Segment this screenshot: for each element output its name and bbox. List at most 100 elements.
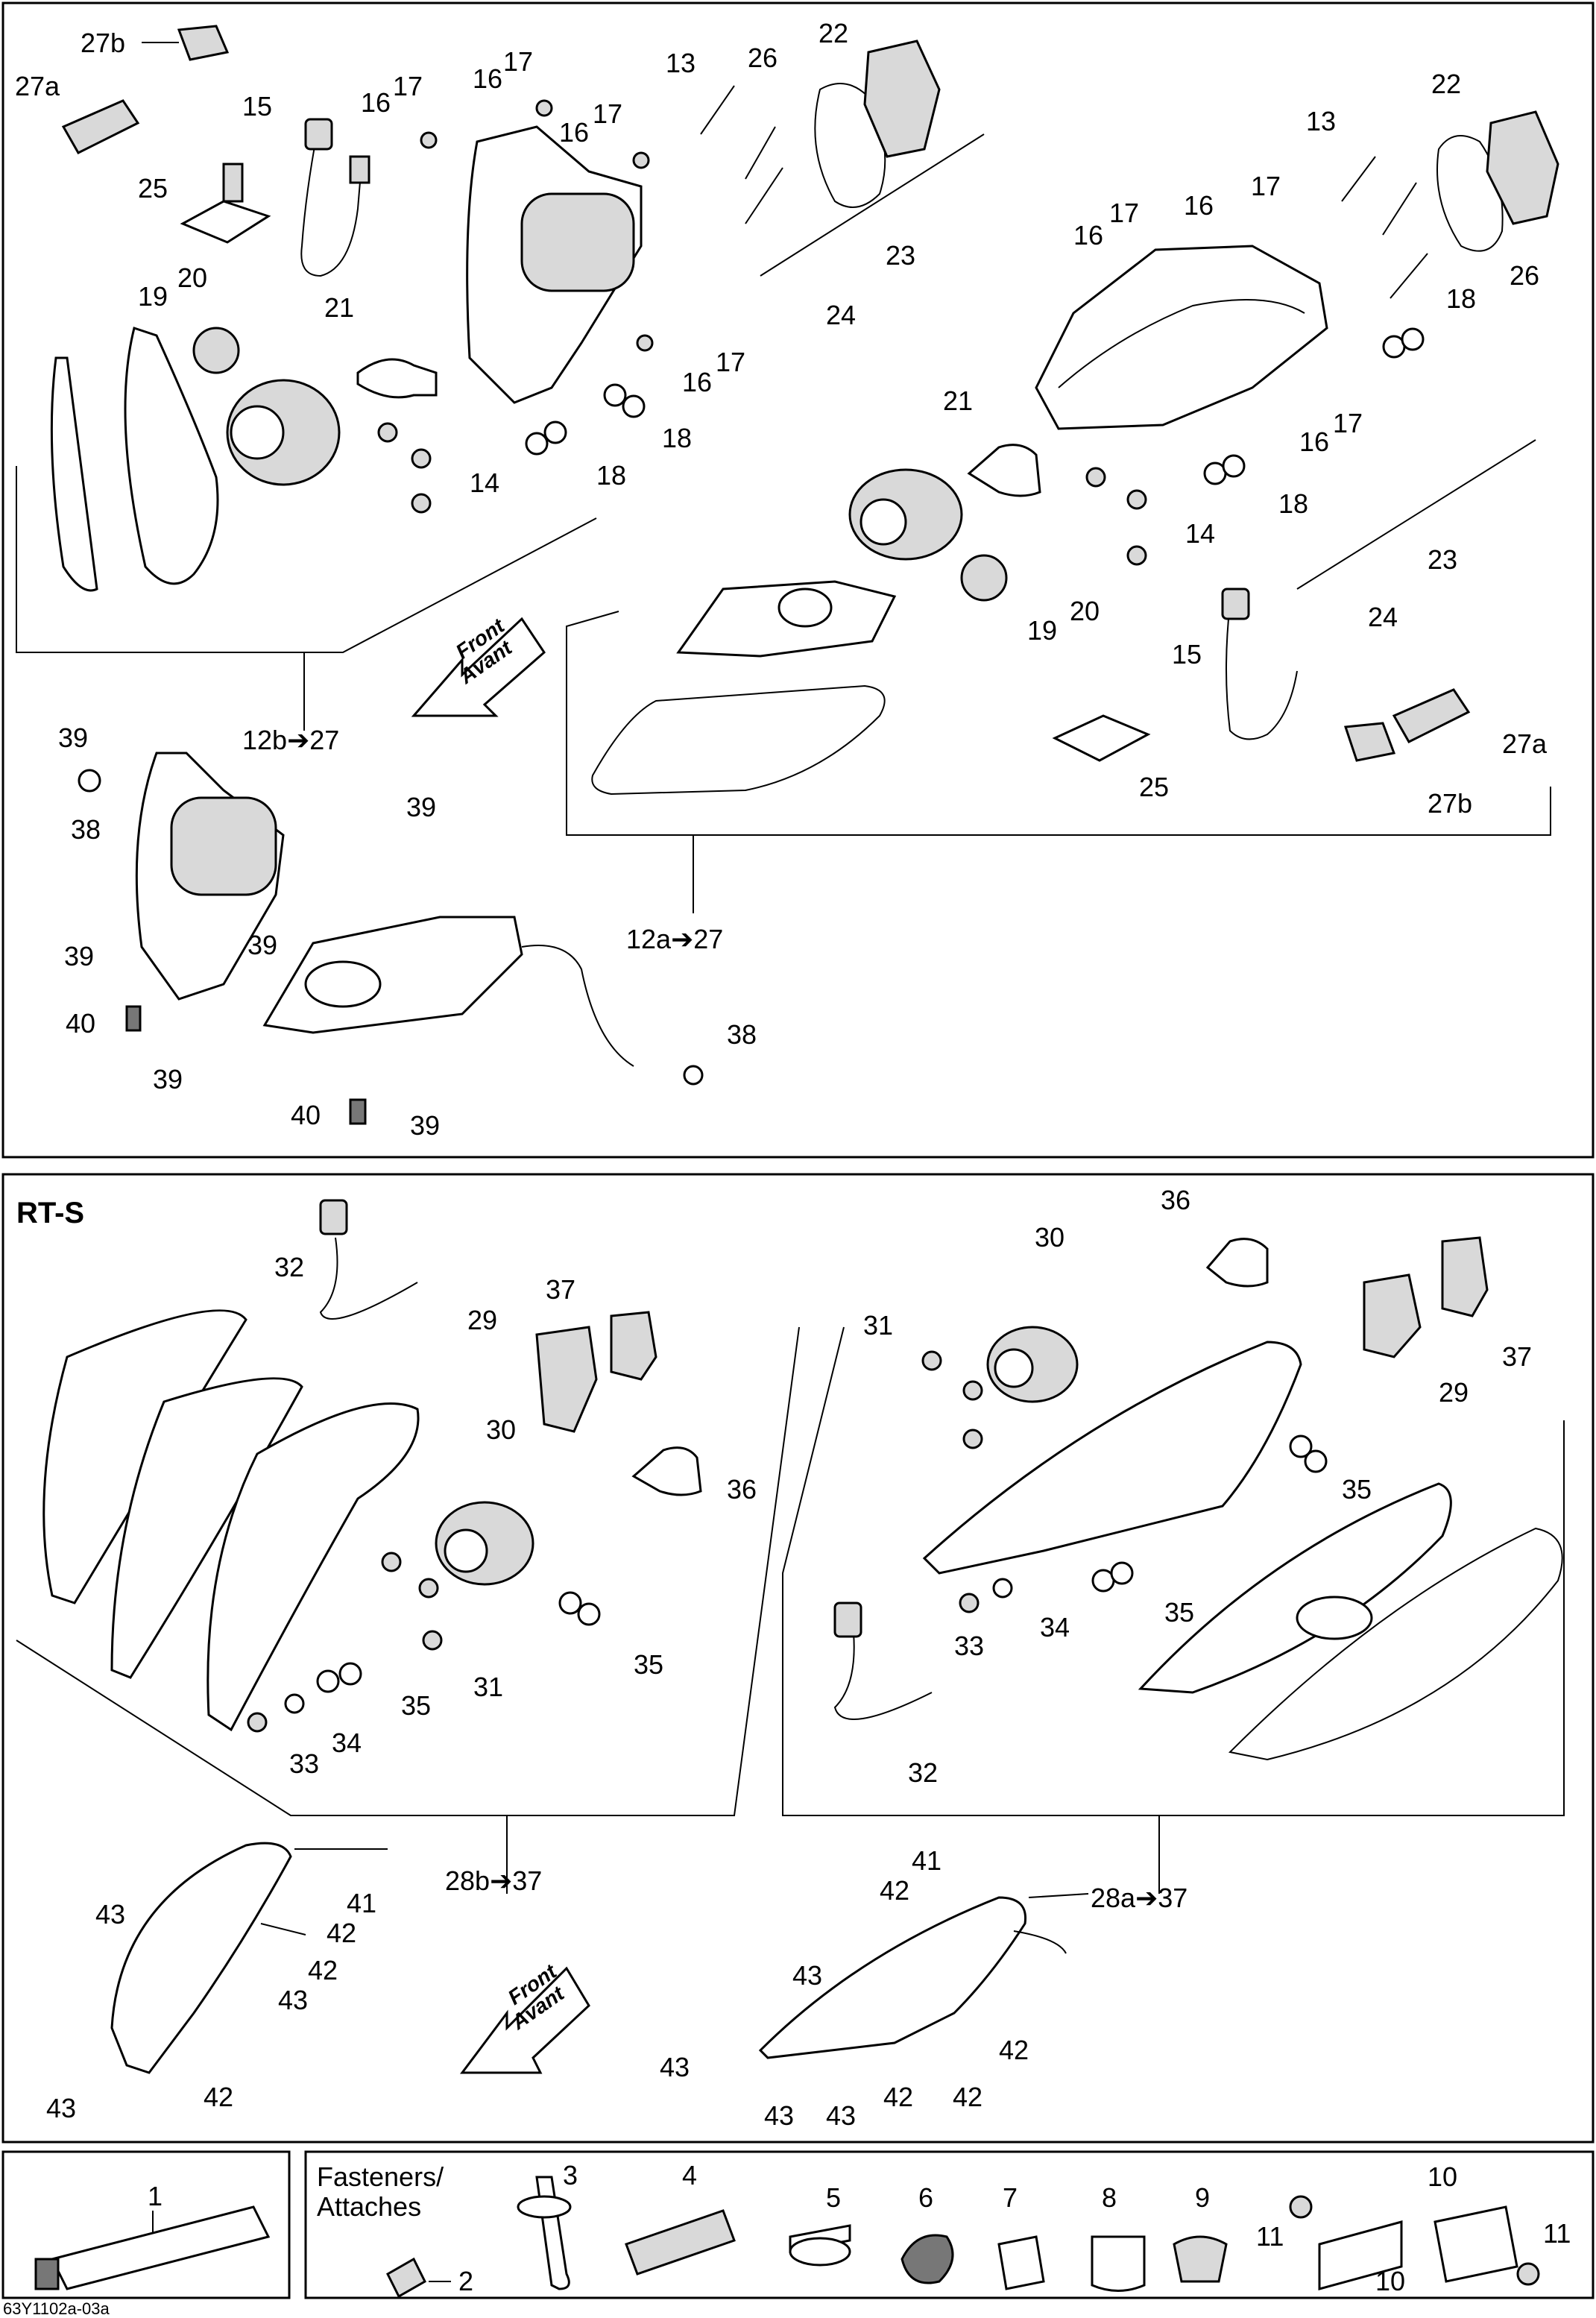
- rts-nut-33-right: [959, 1593, 980, 1613]
- callout: 31: [863, 1310, 893, 1341]
- screw-13a: [700, 85, 735, 135]
- callout: 34: [1040, 1612, 1070, 1643]
- rts-bulb-36-left: [631, 1446, 702, 1496]
- callout: 42: [327, 1918, 356, 1948]
- diagram-code: 63Y1102a-03a: [3, 2299, 110, 2318]
- callout: 22: [818, 18, 848, 48]
- callout: 38: [71, 814, 101, 845]
- callout: 43: [95, 1899, 125, 1930]
- rts-nut-31d: [921, 1350, 942, 1371]
- right-harness-15: [1226, 603, 1298, 740]
- callout: 17: [1109, 198, 1139, 228]
- callout: 32: [274, 1252, 304, 1282]
- callout: 17: [503, 46, 533, 77]
- bulb-21: [356, 358, 438, 399]
- clip-18a: [525, 432, 549, 456]
- callout: 10: [1375, 2266, 1405, 2296]
- callout: 43: [826, 2100, 856, 2131]
- nut-38b: [683, 1065, 704, 1086]
- rts-nut-31f: [962, 1429, 983, 1449]
- rts-cover-29-right: [1363, 1273, 1422, 1358]
- rts-right-housing: [922, 1341, 1302, 1575]
- callout: 41: [912, 1845, 941, 1876]
- rts-nut-34-left: [284, 1693, 305, 1714]
- rts-cover-37-left: [610, 1311, 657, 1381]
- callout: 29: [1439, 1377, 1469, 1408]
- fastener-3-cable-tie: [535, 2176, 570, 2290]
- callout: 42: [999, 2035, 1029, 2065]
- callout: 43: [46, 2093, 76, 2123]
- callout: 39: [247, 930, 277, 960]
- callout: 33: [289, 1748, 319, 1779]
- callout: 17: [1333, 408, 1363, 438]
- callout: 30: [486, 1414, 516, 1445]
- callout: 24: [1368, 602, 1398, 632]
- fastener-4-sleeve: [625, 2209, 736, 2276]
- callout: 30: [1035, 1222, 1064, 1253]
- fastener-2-clip: [386, 2257, 426, 2299]
- callout: 27a: [15, 71, 60, 101]
- callout: 42: [308, 1955, 338, 1985]
- rts-section-title: RT-S: [16, 1197, 84, 1229]
- callout: 20: [177, 262, 207, 293]
- callout: 5: [826, 2182, 841, 2213]
- callout: 8: [1102, 2182, 1117, 2213]
- callout: 12b➔27: [242, 725, 339, 755]
- callout: 2: [458, 2266, 473, 2296]
- callout: 43: [764, 2100, 794, 2131]
- callout: 39: [153, 1064, 183, 1095]
- rts-clip-35a: [316, 1669, 340, 1693]
- callout: 27b: [81, 28, 125, 58]
- fasteners-title-line1: Fasteners/: [317, 2161, 444, 2192]
- rts-cover-37-right: [1441, 1236, 1489, 1317]
- callout: 22: [1431, 69, 1461, 99]
- callout: 7: [1003, 2182, 1018, 2213]
- callout: 16: [473, 63, 502, 94]
- right-clip-18b: [1222, 454, 1246, 478]
- callout: 42: [883, 2082, 913, 2112]
- fasteners-section-frame: [304, 2150, 1595, 2299]
- callout: 11: [1543, 2218, 1571, 2249]
- rts-clip-35f: [1304, 1449, 1328, 1473]
- callout: 16: [559, 117, 589, 148]
- rts-left-bezel: [110, 1377, 303, 1679]
- rts-clip-35h: [1110, 1561, 1134, 1585]
- callout: 42: [880, 1875, 909, 1906]
- rts-cover-29-left: [535, 1326, 598, 1433]
- right-screw-13a: [1341, 156, 1376, 202]
- right-nut-14b: [1126, 489, 1147, 510]
- callout: 36: [1161, 1185, 1190, 1215]
- rts-left-exploded-group: [16, 1199, 800, 1894]
- fastener-8-clamp: [1091, 2235, 1146, 2292]
- rts-clip-35c: [558, 1591, 582, 1615]
- rts-assembled-right: [758, 1893, 1089, 2059]
- top-right-group-bracket: [566, 611, 1551, 836]
- fastener-6-clip: [900, 2234, 954, 2284]
- nut-14a: [377, 422, 398, 443]
- rts-nut-33-left: [247, 1712, 268, 1733]
- right-clip-18d: [1401, 327, 1425, 351]
- callout: 15: [242, 91, 272, 122]
- fastener-10-plate-b: [1433, 2205, 1518, 2283]
- nut-14b: [411, 448, 432, 469]
- callout: 19: [138, 281, 168, 312]
- nut-38a: [78, 769, 101, 793]
- rts-nut-34-right: [992, 1578, 1013, 1599]
- top-left-group-bracket: [16, 466, 597, 653]
- adjuster-23: [760, 133, 985, 277]
- callout: 18: [1278, 488, 1308, 519]
- callout: 20: [1070, 596, 1100, 626]
- callout: 21: [943, 385, 973, 416]
- bulb-holder-19: [192, 327, 240, 374]
- callout: 25: [138, 173, 168, 204]
- top-right-exploded-group: [566, 110, 1559, 913]
- callout: 1: [148, 2181, 163, 2211]
- right-bulb-21: [967, 444, 1041, 497]
- connector-27a: [61, 99, 140, 154]
- callout: 23: [886, 240, 915, 271]
- callout: 11: [1256, 2221, 1284, 2252]
- callout: 24: [826, 300, 856, 330]
- callout: 43: [792, 1960, 822, 1991]
- callout: 19: [1027, 615, 1057, 646]
